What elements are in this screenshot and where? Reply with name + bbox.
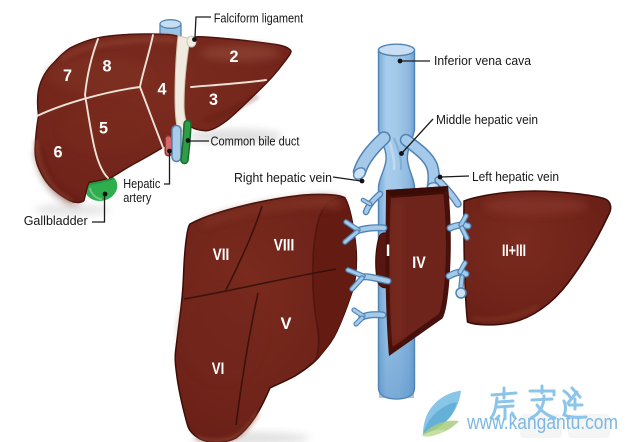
svg-text:V: V [280, 315, 291, 333]
svg-text:IV: IV [412, 254, 426, 272]
svg-text:Gallbladder: Gallbladder [24, 213, 89, 228]
svg-text:4: 4 [157, 81, 166, 99]
svg-text:I: I [386, 242, 391, 260]
svg-text:Right hepatic vein: Right hepatic vein [234, 170, 332, 185]
svg-text:5: 5 [99, 120, 108, 138]
svg-text:VII: VII [213, 246, 230, 264]
svg-text:3: 3 [209, 91, 218, 109]
svg-text:VI: VI [212, 360, 225, 378]
svg-text:Falciform ligament: Falciform ligament [214, 11, 304, 26]
svg-text:Middle hepatic vein: Middle hepatic vein [436, 112, 538, 127]
svg-text:VIII: VIII [274, 237, 295, 255]
svg-text:Common bile duct: Common bile duct [211, 134, 300, 149]
svg-text:Left hepatic vein: Left hepatic vein [472, 169, 559, 184]
svg-text:II+III: II+III [502, 242, 526, 260]
svg-text:www.kangantu.com: www.kangantu.com [466, 412, 618, 434]
svg-text:6: 6 [53, 144, 62, 162]
svg-text:Inferior vena cava: Inferior vena cava [434, 53, 532, 68]
svg-text:2: 2 [229, 48, 238, 66]
svg-text:8: 8 [102, 58, 111, 76]
svg-text:7: 7 [63, 67, 72, 85]
svg-text:Hepatic: Hepatic [123, 176, 160, 191]
svg-text:artery: artery [123, 190, 151, 205]
